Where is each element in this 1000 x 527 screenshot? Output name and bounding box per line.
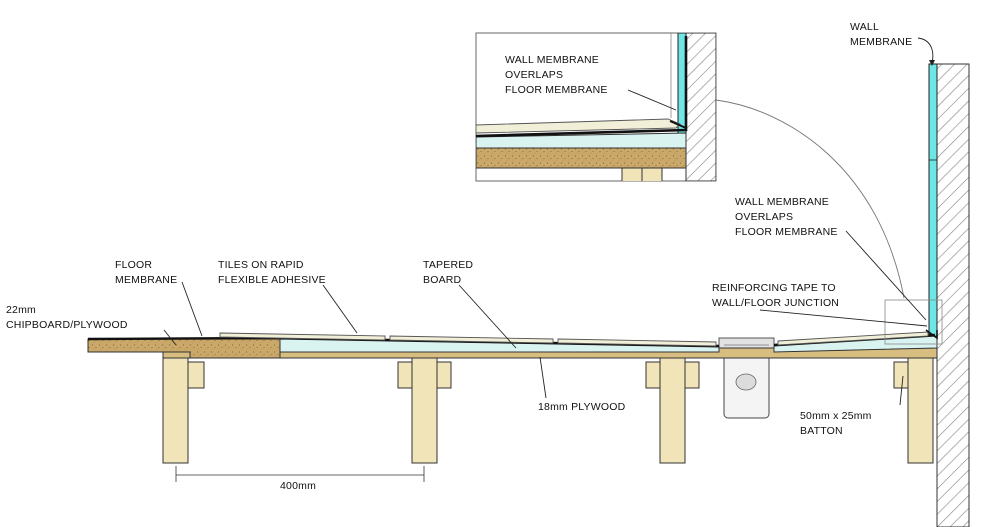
plywood-leader xyxy=(539,356,547,399)
chipboard-leader xyxy=(163,329,177,346)
joist-cleat xyxy=(893,361,909,389)
batton-leader xyxy=(899,375,904,406)
tiles-leader xyxy=(322,284,358,334)
spacing-label: 400mm xyxy=(280,480,316,492)
tile xyxy=(389,335,554,344)
main-overlap-leader xyxy=(845,230,927,321)
labels: WALL MEMBRANE WALL MEMBRANE OVERLAPS FLO… xyxy=(6,21,912,492)
tiles xyxy=(219,331,929,347)
joist-cleat xyxy=(645,361,661,389)
joist xyxy=(907,357,934,464)
wall-membrane-top-leader xyxy=(917,37,934,63)
joist-cleat xyxy=(436,361,452,389)
joist-cleat xyxy=(684,361,700,389)
joist-cleat xyxy=(187,361,205,389)
joists xyxy=(162,357,934,464)
chipboard-label: 22mm CHIPBOARD/PLYWOOD xyxy=(6,304,128,331)
joist xyxy=(162,357,189,464)
joist-cleat xyxy=(397,361,413,389)
joist xyxy=(411,357,438,464)
tapered-board-label: TAPERED BOARD xyxy=(423,259,476,286)
inset-overlap-label: WALL MEMBRANE OVERLAPS FLOOR MEMBRANE xyxy=(505,54,608,96)
tile xyxy=(557,338,717,347)
plywood-label: 18mm PLYWOOD xyxy=(538,401,626,413)
joist xyxy=(659,357,686,464)
inset-detail xyxy=(475,32,717,182)
tile xyxy=(777,331,929,346)
wall xyxy=(928,63,970,527)
main-overlap-label: WALL MEMBRANE OVERLAPS FLOOR MEMBRANE xyxy=(735,196,838,238)
inset-overlap-leader xyxy=(627,89,677,111)
wall-hatching xyxy=(936,63,970,527)
reinforcing-tape-label: REINFORCING TAPE TO WALL/FLOOR JUNCTION xyxy=(712,282,839,309)
floor-membrane-leader xyxy=(181,281,203,337)
spacing-dimension xyxy=(175,466,425,482)
reinforcing-tape-leader xyxy=(759,309,928,327)
detail-callout-curve xyxy=(715,99,905,299)
tiles-label: TILES ON RAPID FLEXIBLE ADHESIVE xyxy=(218,259,326,286)
tapered-board-leader xyxy=(458,284,517,349)
wall-membrane-top-label: WALL MEMBRANE xyxy=(850,21,912,48)
tile xyxy=(219,332,386,341)
floor-membrane-label: FLOOR MEMBRANE xyxy=(115,259,177,286)
leader-lines xyxy=(163,37,935,406)
batton-label: 50mm x 25mm BATTON xyxy=(800,410,875,437)
